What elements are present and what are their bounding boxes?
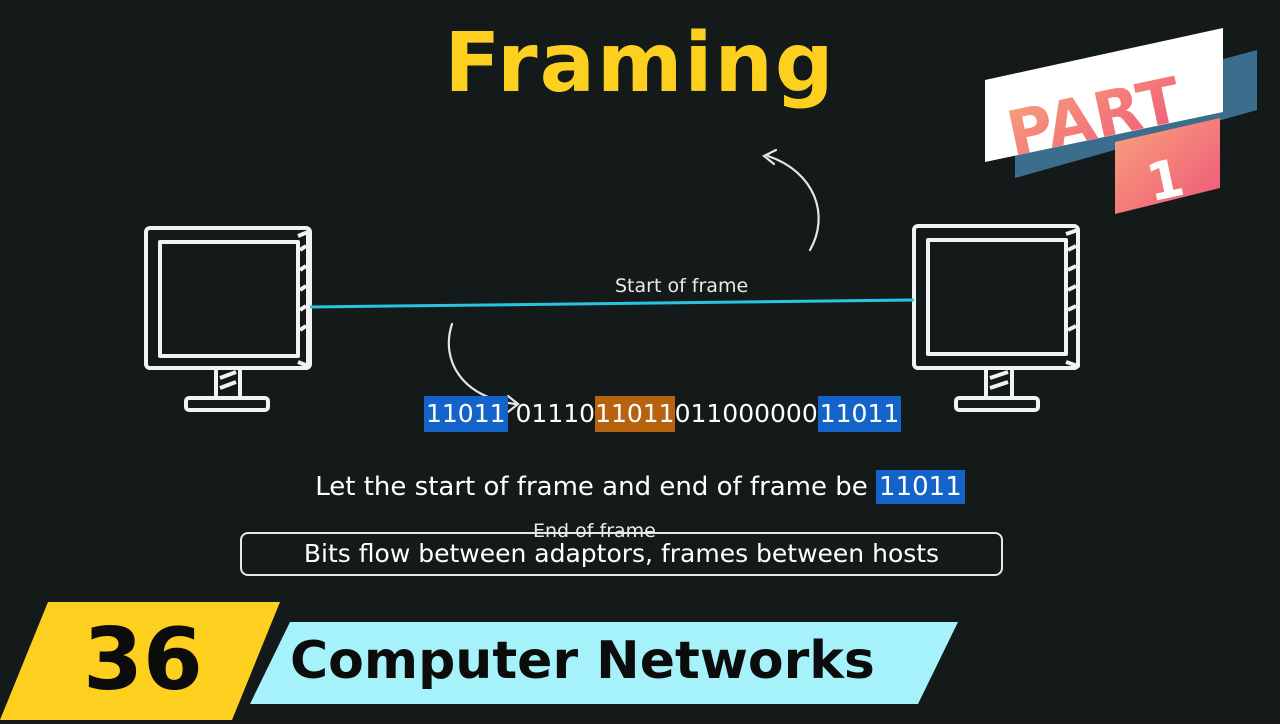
caption: Let the start of frame and end of frame … [0, 470, 1280, 504]
start-arrow-icon [761, 148, 820, 252]
series-title: Computer Networks [290, 631, 875, 691]
start-flag: 11011 [424, 396, 508, 432]
note-box: Bits flow between adaptors, frames betwe… [240, 532, 1003, 576]
page-title: Framing [444, 16, 836, 111]
stuffed-pattern: 11011 [595, 396, 675, 432]
data-bits-b: 011000000 [674, 399, 818, 428]
end-flag: 11011 [817, 396, 902, 432]
caption-text: Let the start of frame and end of frame … [315, 472, 877, 502]
part-badge: PART 1 [975, 20, 1275, 220]
end-of-frame-label: End of frame [533, 520, 656, 542]
caption-flag: 11011 [876, 470, 965, 504]
data-bits-a: 01110 [515, 399, 596, 428]
receiver-computer-icon [912, 224, 1080, 412]
episode-number: 36 [83, 610, 203, 710]
series-banner [0, 600, 1280, 720]
sender-computer-icon [144, 226, 312, 412]
link-line [309, 298, 915, 309]
start-of-frame-label: Start of frame [615, 275, 749, 297]
